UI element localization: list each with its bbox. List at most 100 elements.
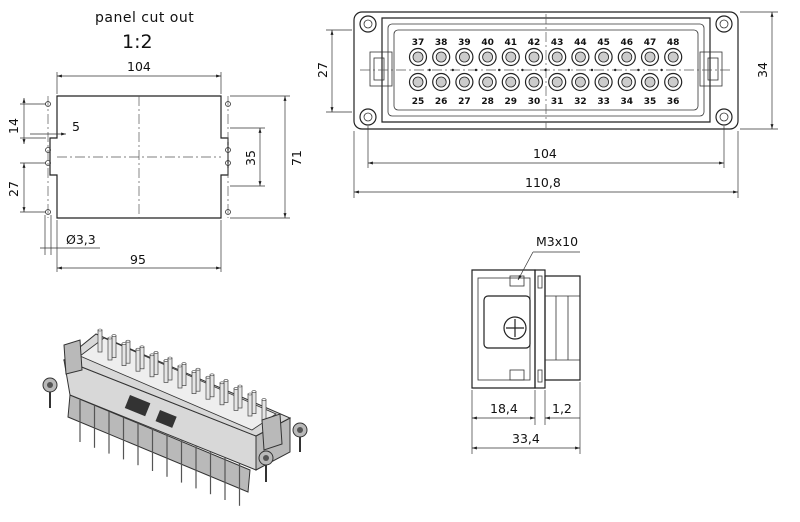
pin-contact [571, 72, 590, 92]
iso-pin [247, 393, 253, 417]
iso-pin [223, 380, 229, 403]
scale-label: 1:2 [122, 31, 153, 53]
iso-pin [135, 348, 141, 372]
iso-ribs [79, 400, 241, 506]
iso-pin-tip [125, 339, 131, 343]
dim-side-depth-b: 1,2 [552, 401, 572, 416]
front-flange [353, 11, 739, 130]
dim-side-total: 33,4 [512, 431, 540, 446]
iso-pin [205, 376, 211, 400]
pin-separator-dot [567, 68, 570, 72]
pin-separator-dot [614, 68, 617, 72]
pin-separator-dot [637, 68, 640, 72]
iso-pin [111, 335, 117, 358]
pin-contact-inner [412, 76, 424, 88]
isometric-view [42, 328, 308, 506]
pin-label-bottom: 36 [667, 97, 680, 107]
iso-pin-tip [223, 379, 229, 382]
pin-contact-inner [458, 51, 470, 63]
panel-cutout-title: panel cut out [95, 10, 194, 26]
pin-label-top: 47 [644, 38, 657, 48]
pin-label-top: 41 [505, 38, 518, 48]
pin-label-bottom: 33 [597, 97, 610, 107]
iso-pin [163, 360, 169, 383]
iso-pin [251, 391, 257, 414]
iso-pin-tip [191, 370, 197, 373]
pin-contact-inner [667, 76, 679, 88]
iso-pin [191, 371, 197, 394]
iso-pin [139, 346, 145, 370]
pin-contact [640, 72, 660, 92]
pin-separator-dot [590, 68, 594, 72]
pin-separator-dot [474, 68, 478, 72]
pin-contact [548, 47, 567, 67]
iso-pin-tip [139, 345, 145, 349]
side-latch-block [483, 295, 531, 349]
iso-pin [237, 385, 243, 409]
dim-width-top: 104 [127, 59, 151, 74]
pin-label-bottom: 29 [505, 97, 518, 107]
iso-pin [107, 337, 113, 361]
pin-contact-inner [528, 51, 540, 63]
dim-width-bottom: 95 [130, 252, 146, 267]
iso-pin-tip [195, 367, 201, 371]
pin-contact [408, 72, 428, 92]
pin-label-bottom: 28 [481, 97, 494, 107]
iso-pin [209, 374, 215, 398]
dim-front-height-left: 27 [315, 62, 330, 78]
iso-pin [97, 329, 103, 353]
dim-inner-spacing: 35 [243, 150, 258, 166]
pin-contact-inner [644, 51, 656, 63]
iso-pin [233, 388, 239, 411]
cutout-outline [49, 95, 229, 219]
pin-label-top: 42 [528, 38, 541, 48]
pin-contact-inner [412, 51, 424, 63]
corner-screws [359, 15, 733, 126]
iso-pin-tip [247, 392, 253, 396]
pin-label-bottom: 26 [435, 97, 448, 107]
pin-contact [548, 72, 567, 92]
pin-label-top: 38 [435, 38, 448, 48]
pin-contact-inner [551, 76, 563, 88]
iso-pins [97, 328, 267, 422]
iso-pin-tip [181, 362, 187, 365]
iso-pin-tip [121, 342, 127, 345]
pin-separator-dot [544, 68, 547, 72]
pin-label-top: 45 [597, 38, 610, 48]
pin-contact-inner [598, 51, 609, 63]
pin-label-bottom: 34 [621, 97, 634, 107]
dim-screw: M3x10 [536, 234, 578, 249]
pin-contact [617, 47, 636, 67]
pin-separator-dot [428, 68, 431, 72]
pin-contact [571, 47, 590, 67]
pin-label-bottom: 35 [644, 97, 657, 107]
iso-pin [195, 368, 201, 392]
pin-label-bottom: 32 [574, 97, 587, 107]
iso-pin-tip [163, 359, 169, 362]
iso-pin-tip [167, 356, 173, 360]
iso-pin [219, 382, 225, 406]
iso-pin [167, 357, 173, 381]
pin-contact [664, 72, 683, 92]
pin-contact-inner [621, 51, 633, 63]
pin-separator-dot [521, 68, 524, 72]
iso-pin [181, 363, 187, 386]
front-housing [381, 17, 711, 123]
pin-label-bottom: 25 [412, 97, 425, 107]
dim-front-width-outer: 110,8 [525, 175, 561, 190]
pin-contact-inner [505, 51, 517, 63]
iso-pin-tip [149, 353, 155, 357]
pin-contact [501, 72, 520, 92]
pin-contact-inner [505, 76, 517, 88]
pin-contact [664, 47, 683, 67]
dim-height-right: 71 [289, 150, 304, 166]
iso-pin-tip [233, 387, 239, 390]
pin-separator-dot [451, 68, 454, 72]
screw-head [503, 316, 527, 340]
iso-pin [177, 365, 183, 389]
pin-contact [640, 47, 660, 67]
pin-label-top: 40 [481, 38, 494, 48]
